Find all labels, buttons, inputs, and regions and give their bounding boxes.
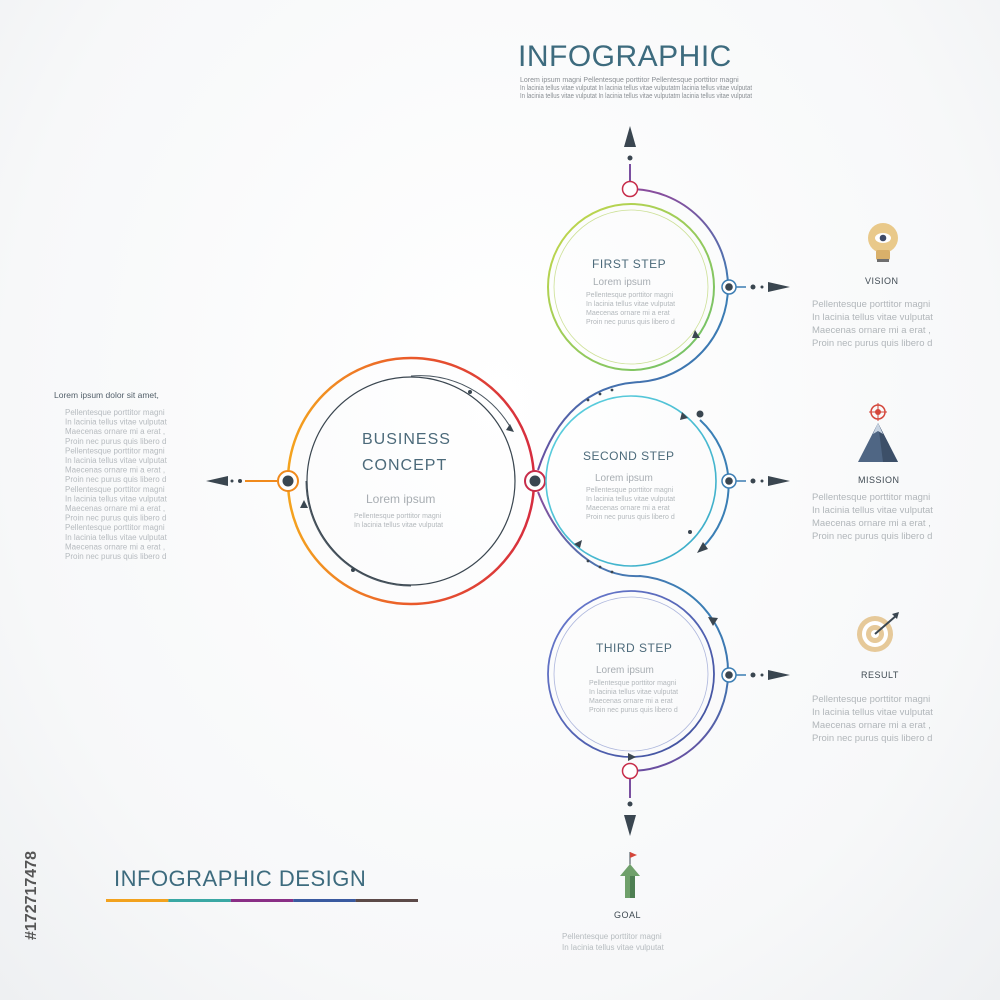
left-text-line: In lacinia tellus vitae vulputat	[65, 494, 168, 503]
vision-line-1: Pellentesque porttitor magni	[812, 299, 930, 310]
business-subtitle: Lorem ipsum	[366, 492, 435, 506]
left-text-line: In lacinia tellus vitae vulputat	[65, 456, 168, 465]
vision-line-4: Proin nec purus quis libero d	[812, 338, 932, 349]
design-bar-segment	[106, 899, 169, 902]
first-step-small-4: Proin nec purus quis libero d	[586, 319, 675, 326]
vision-label: VISION	[865, 276, 899, 286]
result-line-4: Proin nec purus quis libero d	[812, 733, 932, 744]
vision-connector	[721, 279, 790, 295]
first-step-circle	[547, 203, 715, 371]
vision-line-3: Maecenas ornare mi a erat ,	[812, 325, 931, 336]
left-text-line: Pellentesque porttitor magni	[65, 485, 165, 494]
result-line-1: Pellentesque porttitor magni	[812, 694, 930, 705]
third-step-subtitle: Lorem ipsum	[596, 665, 654, 676]
business-title-line2: CONCEPT	[362, 457, 447, 474]
left-text-line: Proin nec purus quis libero d	[65, 437, 166, 446]
left-text-line: Maecenas ornare mi a erat ,	[65, 466, 165, 475]
design-bar-segment	[355, 899, 418, 902]
goal-label: GOAL	[614, 910, 641, 920]
left-text-line: Maecenas ornare mi a erat ,	[65, 542, 165, 551]
second-step-small-4: Proin nec purus quis libero d	[586, 514, 675, 521]
first-step-subtitle: Lorem ipsum	[593, 277, 651, 288]
left-text-line: Maecenas ornare mi a erat ,	[65, 427, 165, 436]
second-step-small-2: In lacinia tellus vitae vulputat	[586, 496, 675, 503]
left-text-line: In lacinia tellus vitae vulputat	[65, 533, 168, 542]
design-title: INFOGRAPHIC DESIGN	[114, 866, 366, 891]
header-title: INFOGRAPHIC	[518, 40, 732, 73]
left-heading: Lorem ipsum dolor sit amet,	[54, 390, 159, 400]
third-step-title: THIRD STEP	[596, 641, 672, 655]
left-text-line: Pellentesque porttitor magni	[65, 408, 165, 417]
first-step-small-1: Pellentesque porttitor magni	[586, 292, 674, 299]
result-line-3: Maecenas ornare mi a erat ,	[812, 720, 931, 731]
third-step-small-2: In lacinia tellus vitae vulputat	[589, 689, 678, 696]
goal-line-2: In lacinia tellus vitae vulputat	[562, 943, 665, 952]
left-text-line: Maecenas ornare mi a erat ,	[65, 504, 165, 513]
design-bar-segment	[230, 899, 294, 902]
vision-line-2: In lacinia tellus vitae vulputat	[812, 312, 933, 323]
center-junction	[524, 470, 546, 492]
header-line-1: Lorem ipsum magni Pellentesque porttitor…	[520, 77, 739, 84]
result-line-2: In lacinia tellus vitae vulputat	[812, 707, 933, 718]
top-connector	[621, 126, 639, 198]
mission-label: MISSION	[858, 475, 900, 485]
business-concept-circle	[286, 356, 536, 606]
result-connector	[721, 667, 790, 683]
mission-connector	[721, 473, 790, 489]
second-step-small-1: Pellentesque porttitor magni	[586, 487, 674, 494]
mission-line-1: Pellentesque porttitor magni	[812, 492, 930, 503]
second-step-small-3: Maecenas ornare mi a erat	[586, 505, 670, 512]
left-text-line: In lacinia tellus vitae vulputat	[65, 418, 168, 427]
left-text-line: Pellentesque porttitor magni	[65, 523, 165, 532]
business-title-line1: BUSINESS	[362, 431, 451, 448]
mission-line-2: In lacinia tellus vitae vulputat	[812, 505, 933, 516]
third-step-small-3: Maecenas ornare mi a erat	[589, 698, 673, 705]
lightbulb-icon	[868, 223, 898, 262]
result-label: RESULT	[861, 670, 899, 680]
header-line-2: In lacinia tellus vitae vulputat In laci…	[520, 85, 752, 92]
design-color-bar	[106, 899, 418, 902]
business-small-2: In lacinia tellus vitae vulputat	[354, 522, 443, 529]
design-bar-segment	[168, 899, 231, 902]
business-small-1: Pellentesque porttitor magni	[354, 513, 442, 520]
mountain-icon	[858, 403, 898, 462]
first-step-title: FIRST STEP	[592, 257, 666, 271]
left-text-line: Proin nec purus quis libero d	[65, 475, 166, 484]
stock-id: #172717478	[23, 851, 40, 940]
second-step-subtitle: Lorem ipsum	[595, 473, 653, 484]
design-bar-segment	[293, 899, 356, 902]
flag-arrow-icon	[620, 852, 640, 898]
second-step-circle	[545, 395, 717, 567]
serpentine-path	[537, 188, 730, 772]
target-icon	[857, 612, 899, 652]
left-text-line: Proin nec purus quis libero d	[65, 552, 166, 561]
first-step-small-2: In lacinia tellus vitae vulputat	[586, 301, 675, 308]
left-text-line: Pellentesque porttitor magni	[65, 446, 165, 455]
third-step-circle	[547, 590, 718, 761]
third-step-small-1: Pellentesque porttitor magni	[589, 680, 677, 687]
header-line-3: In lacinia tellus vitae vulputat In laci…	[520, 93, 752, 100]
left-text-line: Proin nec purus quis libero d	[65, 514, 166, 523]
mission-line-4: Proin nec purus quis libero d	[812, 531, 932, 542]
left-connector	[206, 470, 299, 492]
third-step-small-4: Proin nec purus quis libero d	[589, 707, 678, 714]
goal-line-1: Pellentesque porttitor magni	[562, 932, 662, 941]
first-step-small-3: Maecenas ornare mi a erat	[586, 310, 670, 317]
second-step-title: SECOND STEP	[583, 449, 675, 463]
mission-line-3: Maecenas ornare mi a erat ,	[812, 518, 931, 529]
bottom-connector	[621, 762, 639, 836]
